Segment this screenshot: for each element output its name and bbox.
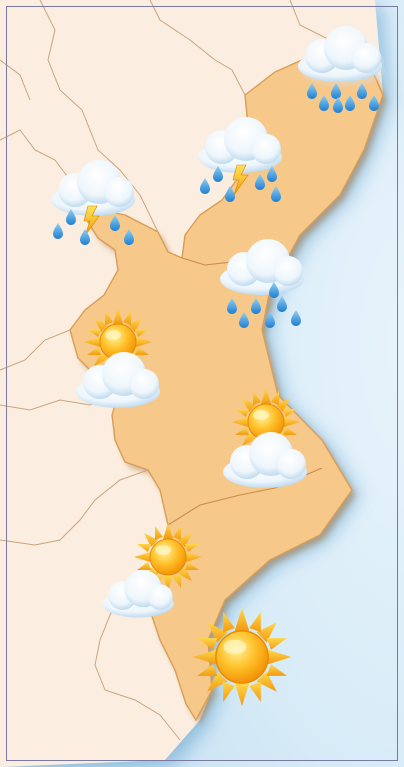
map-frame [6,6,398,761]
neighbour-borders [0,0,353,741]
sun-icon-alicante [191,606,293,708]
